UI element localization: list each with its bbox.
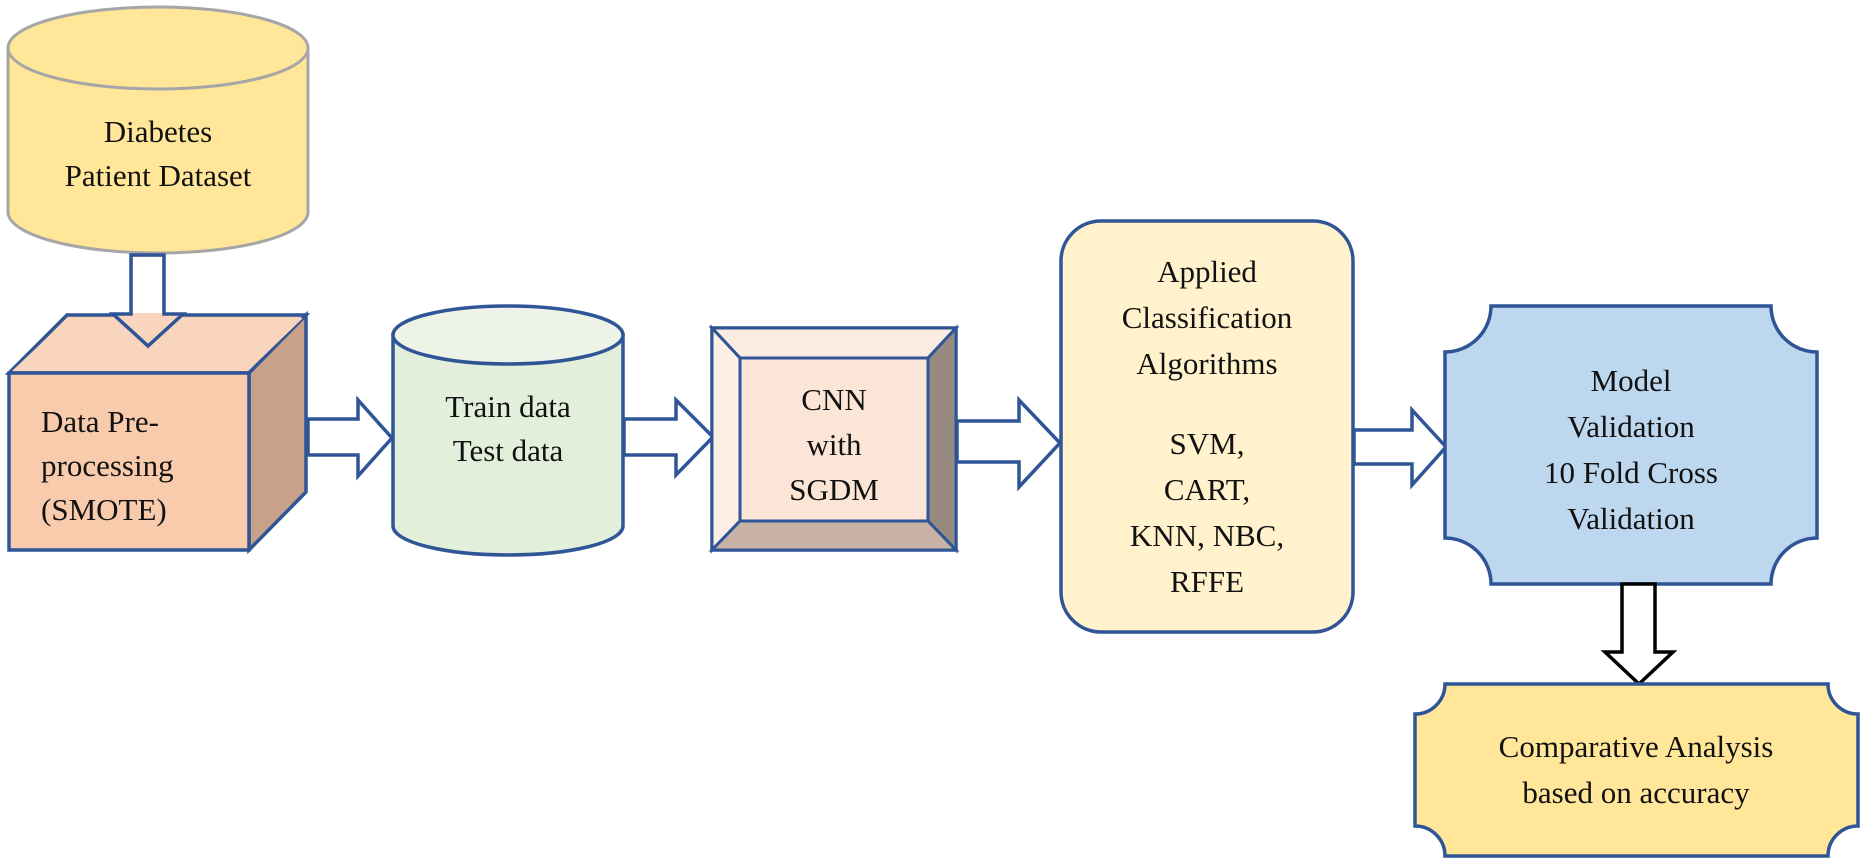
cnn-bevel-top	[708, 326, 960, 360]
node-cnn: CNN with SGDM	[708, 324, 960, 554]
cnn-label-line-3: SGDM	[789, 472, 879, 507]
classifiers-label-line-2: Classification	[1122, 300, 1293, 335]
split-cylinder-top	[391, 304, 625, 366]
node-preprocessing: Data Pre- processing (SMOTE)	[4, 310, 311, 555]
dataset-label-line-2: Patient Dataset	[65, 158, 252, 193]
classifiers-label-line-6: CART,	[1164, 472, 1250, 507]
preprocessing-label-line-1: Data Pre-	[41, 404, 159, 439]
node-analysis: Comparative Analysis based on accuracy	[1413, 682, 1860, 858]
arrow-preprocessing-to-split	[306, 395, 395, 481]
node-classifiers: Applied Classification Algorithms SVM, C…	[1059, 219, 1355, 634]
classifiers-label-line-1: Applied	[1157, 254, 1257, 289]
validation-label-line-3: 10 Fold Cross	[1544, 455, 1718, 490]
cnn-label-line-2: with	[806, 427, 862, 462]
validation-plaque	[1443, 304, 1819, 586]
analysis-label-line-2: based on accuracy	[1522, 775, 1750, 810]
preprocessing-label-line-3: (SMOTE)	[41, 492, 167, 527]
arrow-cnn-to-classifiers	[955, 395, 1063, 492]
preprocessing-cube-top-highlight	[12, 318, 303, 371]
dataset-label-line-1: Diabetes	[104, 114, 212, 149]
arrow-classifiers-to-validation	[1352, 405, 1449, 490]
cnn-label-line-1: CNN	[801, 382, 866, 417]
split-cylinder-body	[391, 333, 625, 557]
node-dataset: Diabetes Patient Dataset	[6, 5, 310, 255]
node-split: Train data Test data	[391, 304, 625, 557]
validation-label-line-2: Validation	[1567, 409, 1695, 444]
classifiers-box	[1059, 219, 1355, 634]
arrow-split-to-cnn	[622, 395, 716, 480]
classifiers-label-line-5: SVM,	[1170, 426, 1245, 461]
classifiers-label-line-3: Algorithms	[1136, 346, 1277, 381]
arrow-validation-to-analysis	[1600, 582, 1678, 687]
analysis-label-line-1: Comparative Analysis	[1499, 729, 1774, 764]
arrow-dataset-to-preprocessing-shaft-fill	[133, 257, 162, 313]
dataset-cylinder-body	[6, 46, 310, 255]
analysis-plaque	[1413, 682, 1860, 858]
cnn-bevel-bottom	[708, 519, 960, 552]
classifiers-label-line-8: RFFE	[1170, 564, 1244, 599]
node-validation: Model Validation 10 Fold Cross Validatio…	[1443, 304, 1819, 586]
cnn-bevel-face	[738, 356, 930, 523]
validation-label-line-4: Validation	[1567, 501, 1695, 536]
classifiers-label-line-7: KNN, NBC,	[1130, 518, 1284, 553]
preprocessing-cube-front	[7, 371, 251, 552]
cnn-bevel-left	[710, 324, 742, 554]
split-label-line-1: Train data	[445, 389, 571, 424]
validation-label-line-1: Model	[1591, 363, 1672, 398]
dataset-cylinder-top	[6, 5, 310, 91]
preprocessing-label-line-2: processing	[41, 448, 174, 483]
cnn-bevel-right	[926, 324, 958, 554]
split-label-line-2: Test data	[453, 433, 564, 468]
